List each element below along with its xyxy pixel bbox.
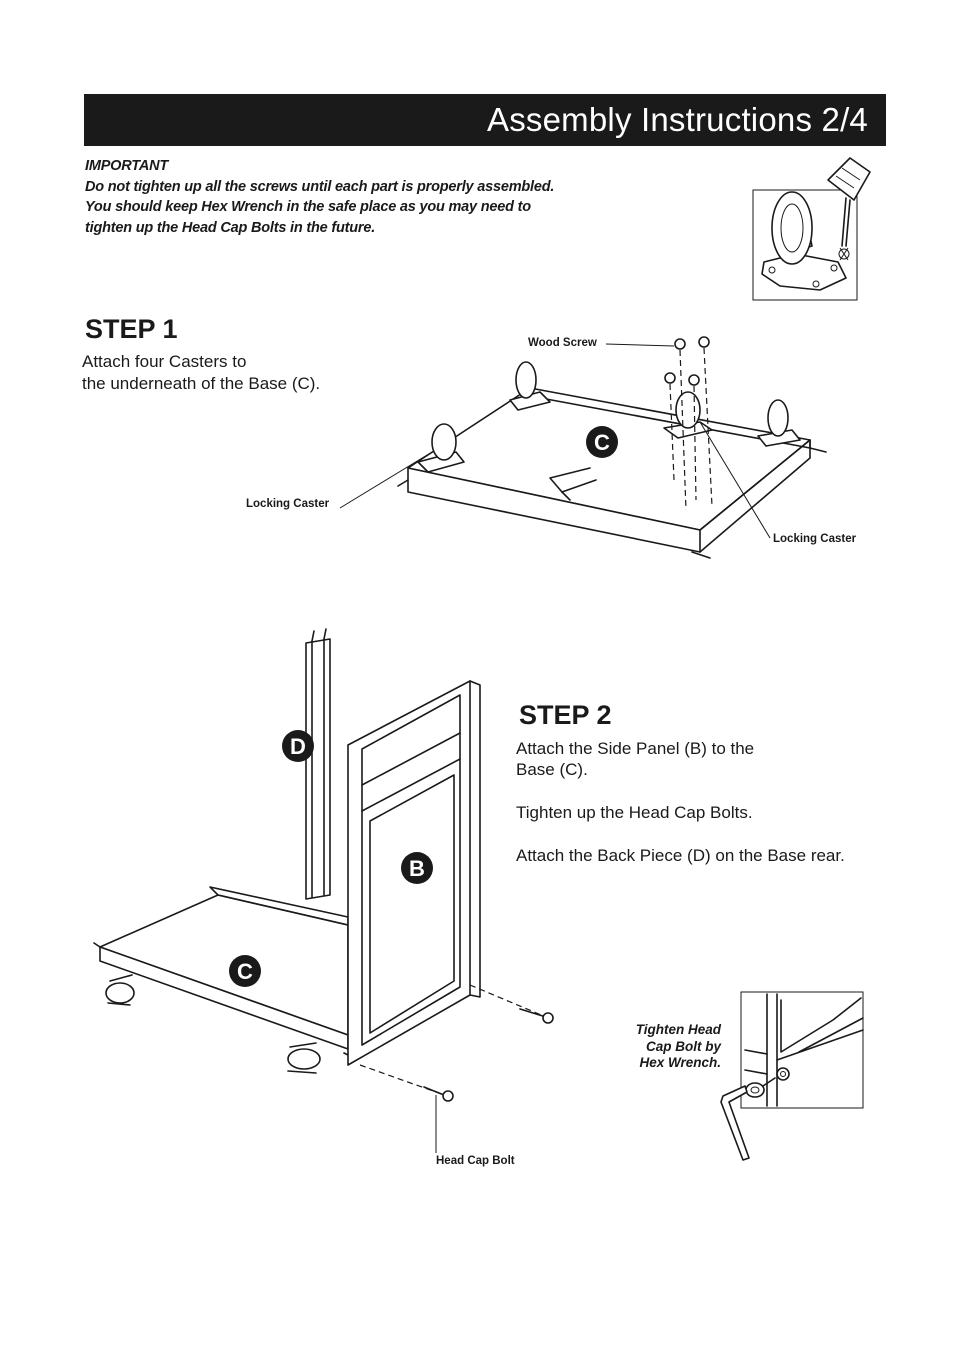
svg-text:C: C <box>237 959 253 984</box>
back-piece-d <box>305 628 331 900</box>
caster-front-left <box>417 423 465 473</box>
step2-line-4: Attach the Back Piece (D) on the Base re… <box>516 846 845 865</box>
wood-screw-label: Wood Screw <box>528 337 597 349</box>
svg-text:C: C <box>594 430 610 455</box>
hex-wrench-detail-illustration <box>720 991 864 1161</box>
step2-line-1: Attach the Side Panel (B) to the <box>516 739 755 758</box>
base-c <box>93 886 353 1058</box>
page-title: Assembly Instructions 2/4 <box>487 101 868 138</box>
step1-title: STEP 1 <box>85 314 178 344</box>
important-note: IMPORTANT Do not tighten up all the scre… <box>85 156 605 238</box>
head-cap-bolt-leader <box>435 1095 437 1153</box>
caster-screwdriver-illustration <box>752 157 871 301</box>
step1-base-illustration: C <box>339 336 827 559</box>
tighten-note-line-1: Tighten Head <box>635 1022 721 1037</box>
important-line-1: Do not tighten up all the screws until e… <box>85 178 555 195</box>
step2-caster-left <box>105 974 135 1006</box>
step2-badge-d: D <box>282 730 314 762</box>
step1-line-2: the underneath of the Base (C). <box>82 374 321 393</box>
step2-line-2: Base (C). <box>516 760 588 779</box>
svg-text:D: D <box>290 734 306 759</box>
step2-assembly-illustration: D B C <box>93 628 554 1102</box>
step2-title: STEP 2 <box>519 700 612 730</box>
tighten-note-line-2: Cap Bolt by <box>645 1038 721 1054</box>
tighten-note: Tighten Head Cap Bolt by Hex Wrench. <box>600 1022 721 1072</box>
important-line-3: tighten up the Head Cap Bolts in the fut… <box>85 219 376 236</box>
step2-line-3: Tighten up the Head Cap Bolts. <box>516 803 753 822</box>
tighten-note-line-3: Hex Wrench. <box>639 1055 721 1070</box>
locking-caster-right-label: Locking Caster <box>773 533 857 545</box>
wood-screws <box>664 336 713 511</box>
important-heading: IMPORTANT <box>85 158 169 174</box>
header-bar: Assembly Instructions 2/4 <box>84 94 886 146</box>
important-line-2: You should keep Hex Wrench in the safe p… <box>85 199 531 215</box>
head-cap-bolt-upper <box>519 1008 554 1024</box>
head-cap-bolt-lower <box>423 1086 454 1102</box>
step1-line-1: Attach four Casters to <box>82 352 247 371</box>
step2-caster-right <box>287 1042 321 1074</box>
caster-back-right <box>757 399 801 447</box>
head-cap-bolt-label: Head Cap Bolt <box>436 1155 515 1167</box>
locking-caster-left-label: Locking Caster <box>246 498 330 510</box>
step1-badge-c: C <box>586 426 618 458</box>
step2-badge-b: B <box>401 852 433 884</box>
svg-text:B: B <box>409 856 425 881</box>
caster-back-left <box>509 361 551 411</box>
step2-badge-c: C <box>229 955 261 987</box>
